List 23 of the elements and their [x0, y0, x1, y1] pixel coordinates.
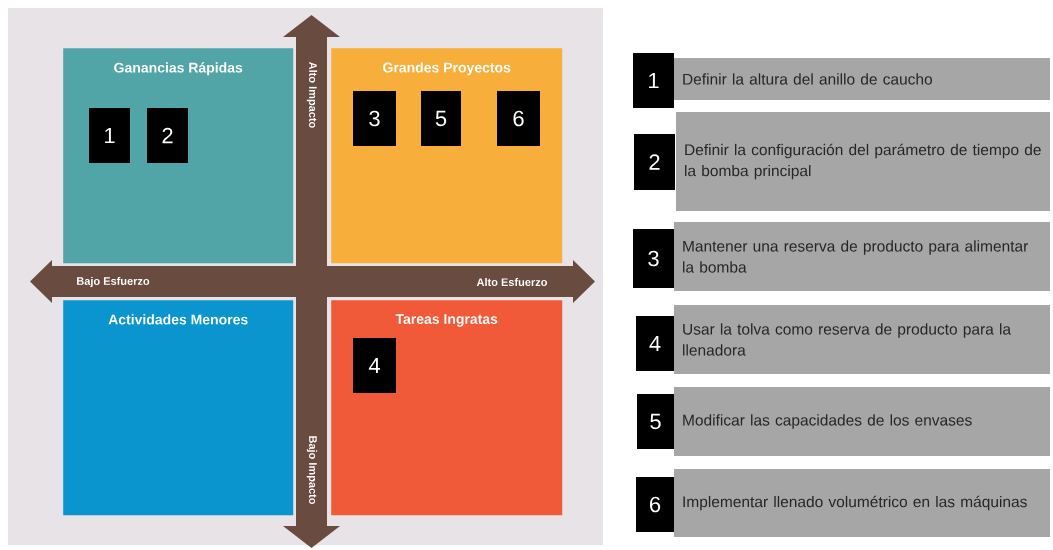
item-box: Usar la tolva como reserva de producto para la llenadora	[674, 305, 1050, 374]
number-box: 2	[147, 108, 188, 163]
quadrant-box: Actividades Menores	[63, 300, 294, 516]
axis-label: Bajo Esfuerzo	[77, 276, 150, 288]
axis-label: Alto Impacto	[306, 61, 318, 128]
number-box: 4	[636, 316, 674, 371]
item-box: Definir la configuración del parámetro de tiempo de la bomba principal	[676, 112, 1050, 211]
item-box: Mantener una reserva de producto para alimentar la bomba	[674, 222, 1050, 291]
item-box: Modificar las capacidades de los envases	[674, 387, 1050, 456]
number-box: 5	[421, 91, 461, 146]
axis-label: Bajo Impacto	[306, 436, 318, 505]
number-box: 6	[636, 477, 674, 532]
number-box: 3	[353, 91, 396, 146]
item-box: Implementar llenado volumétrico en las máquinas	[674, 469, 1050, 537]
number-box: 1	[89, 108, 130, 163]
number-box: 2	[634, 134, 675, 190]
item-box: Definir la altura del anillo de caucho	[674, 58, 1050, 100]
number-box: 5	[637, 394, 674, 449]
number-box: 1	[633, 53, 674, 108]
number-box: 4	[353, 338, 396, 393]
number-box: 3	[633, 229, 674, 288]
axis-label: Alto Esfuerzo	[476, 277, 547, 287]
number-box: 6	[497, 91, 540, 146]
